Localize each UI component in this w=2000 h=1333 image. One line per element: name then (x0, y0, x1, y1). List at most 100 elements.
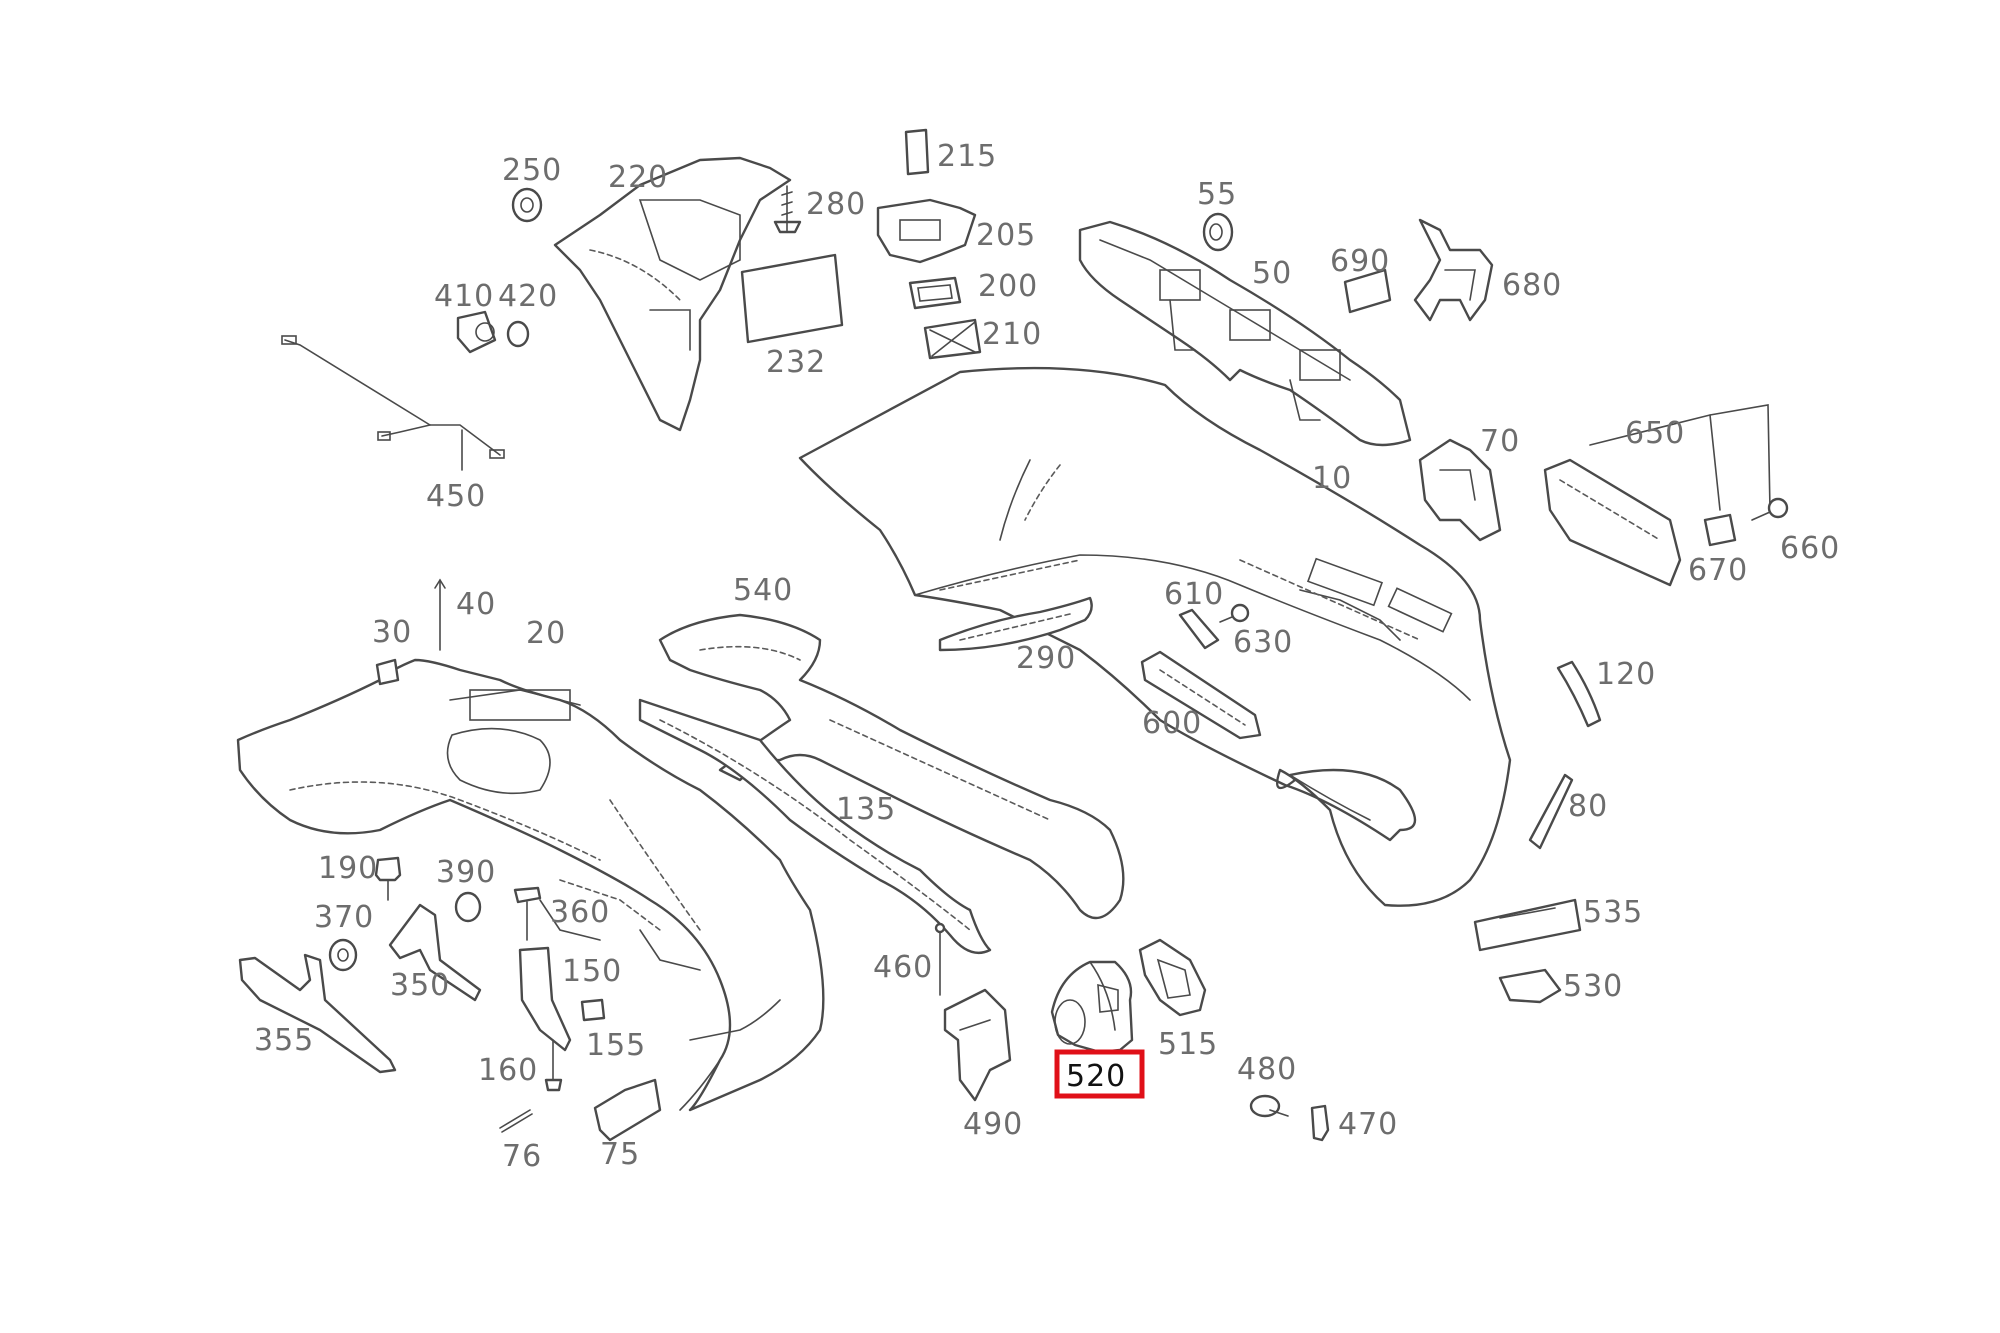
label-55[interactable]: 55 (1197, 177, 1237, 212)
label-120[interactable]: 120 (1596, 657, 1656, 692)
label-530[interactable]: 530 (1563, 969, 1623, 1004)
label-250[interactable]: 250 (502, 153, 562, 188)
label-650[interactable]: 650 (1625, 416, 1685, 451)
label-350[interactable]: 350 (390, 968, 450, 1003)
label-280[interactable]: 280 (806, 187, 866, 222)
label-490[interactable]: 490 (963, 1107, 1023, 1142)
label-135[interactable]: 135 (836, 792, 896, 827)
label-460[interactable]: 460 (873, 950, 933, 985)
part-155-nut[interactable] (580, 998, 606, 1022)
label-480[interactable]: 480 (1237, 1052, 1297, 1087)
part-520-exhaust-tip[interactable] (1050, 960, 1134, 1054)
part-70-bracket[interactable] (1418, 438, 1502, 542)
part-250-grommet[interactable] (511, 187, 543, 223)
label-390[interactable]: 390 (436, 855, 496, 890)
part-470-clip[interactable] (1310, 1104, 1330, 1142)
part-450-wiring[interactable] (281, 335, 505, 471)
label-20[interactable]: 20 (526, 616, 566, 651)
label-232[interactable]: 232 (766, 345, 826, 380)
label-680[interactable]: 680 (1502, 268, 1562, 303)
part-215-clip[interactable] (904, 128, 930, 176)
part-610-cover[interactable] (1178, 608, 1220, 650)
label-30[interactable]: 30 (372, 615, 412, 650)
part-490-bracket[interactable] (943, 988, 1012, 1102)
part-410-sensor[interactable] (456, 310, 497, 354)
part-370-grommet[interactable] (328, 938, 358, 972)
label-410[interactable]: 410 (434, 279, 494, 314)
part-190-clip[interactable] (374, 856, 402, 901)
label-150[interactable]: 150 (562, 954, 622, 989)
label-630[interactable]: 630 (1233, 625, 1293, 660)
part-10-rear-bumper-cover[interactable] (798, 366, 1512, 907)
part-460-pin[interactable] (934, 922, 946, 996)
part-530-bracket[interactable] (1498, 968, 1562, 1004)
label-610[interactable]: 610 (1164, 577, 1224, 612)
part-515-frame[interactable] (1138, 938, 1207, 1017)
label-660[interactable]: 660 (1780, 531, 1840, 566)
label-190[interactable]: 190 (318, 851, 378, 886)
part-630-screw[interactable] (1219, 603, 1250, 623)
label-520-highlight[interactable]: 520 (1054, 1049, 1145, 1099)
part-20-lower-bumper[interactable] (236, 658, 825, 1112)
part-660-screw[interactable] (1751, 497, 1789, 521)
label-205[interactable]: 205 (976, 218, 1036, 253)
label-75[interactable]: 75 (600, 1137, 640, 1172)
label-690[interactable]: 690 (1330, 244, 1390, 279)
part-210-plate[interactable] (923, 318, 982, 360)
part-205-bracket[interactable] (876, 198, 977, 264)
part-200-frame[interactable] (908, 276, 962, 310)
part-30-clip[interactable] (375, 658, 400, 686)
label-155[interactable]: 155 (586, 1028, 646, 1063)
part-232-plate[interactable] (740, 253, 844, 344)
part-360-clip[interactable] (513, 886, 542, 941)
label-370[interactable]: 370 (314, 900, 374, 935)
part-150-bracket[interactable] (518, 946, 572, 1052)
part-355-strip[interactable] (238, 953, 397, 1074)
label-10[interactable]: 10 (1312, 461, 1352, 496)
label-420[interactable]: 420 (498, 279, 558, 314)
label-80[interactable]: 80 (1568, 789, 1608, 824)
part-680-bracket[interactable] (1413, 218, 1494, 322)
part-290-grille-insert[interactable] (938, 596, 1093, 652)
part-120-reflector[interactable] (1556, 660, 1602, 728)
part-350-bracket[interactable] (388, 903, 482, 1002)
part-135-trim-strip[interactable] (638, 698, 992, 955)
part-535-bracket[interactable] (1473, 898, 1582, 952)
part-390-grommet[interactable] (454, 891, 482, 923)
part-690-module[interactable] (1343, 268, 1392, 314)
label-355[interactable]: 355 (254, 1023, 314, 1058)
part-160-screw[interactable] (544, 1039, 563, 1092)
part-420-ring[interactable] (506, 320, 530, 348)
label-50[interactable]: 50 (1252, 256, 1292, 291)
part-50-impact-bracket[interactable] (1078, 220, 1412, 447)
label-600[interactable]: 600 (1142, 706, 1202, 741)
part-55-bump-stop[interactable] (1202, 212, 1234, 252)
label-220[interactable]: 220 (608, 160, 668, 195)
label-535[interactable]: 535 (1583, 895, 1643, 930)
label-40[interactable]: 40 (456, 587, 496, 622)
label-160[interactable]: 160 (478, 1053, 538, 1088)
part-600-grille[interactable] (1140, 650, 1262, 740)
part-76-pin[interactable] (499, 1109, 533, 1133)
label-70[interactable]: 70 (1480, 424, 1520, 459)
label-670[interactable]: 670 (1688, 553, 1748, 588)
part-80-reflector[interactable] (1528, 773, 1574, 850)
part-480-grommet[interactable] (1249, 1094, 1289, 1118)
part-650-plate-panel[interactable] (1543, 404, 1771, 587)
label-540[interactable]: 540 (733, 573, 793, 608)
label-515[interactable]: 515 (1158, 1027, 1218, 1062)
label-470[interactable]: 470 (1338, 1107, 1398, 1142)
label-215[interactable]: 215 (937, 139, 997, 174)
label-290[interactable]: 290 (1016, 641, 1076, 676)
part-75-cover[interactable] (593, 1078, 662, 1142)
label-210[interactable]: 210 (982, 317, 1042, 352)
label-200[interactable]: 200 (978, 269, 1038, 304)
label-360[interactable]: 360 (550, 895, 610, 930)
part-280-screw[interactable] (773, 185, 802, 234)
label-450[interactable]: 450 (426, 479, 486, 514)
part-670-clip[interactable] (1703, 513, 1737, 547)
part-220-side-bracket[interactable] (553, 156, 792, 432)
part-40-cable-tie[interactable] (434, 578, 446, 651)
label-76[interactable]: 76 (502, 1139, 542, 1174)
highlight-box (1054, 1049, 1145, 1099)
